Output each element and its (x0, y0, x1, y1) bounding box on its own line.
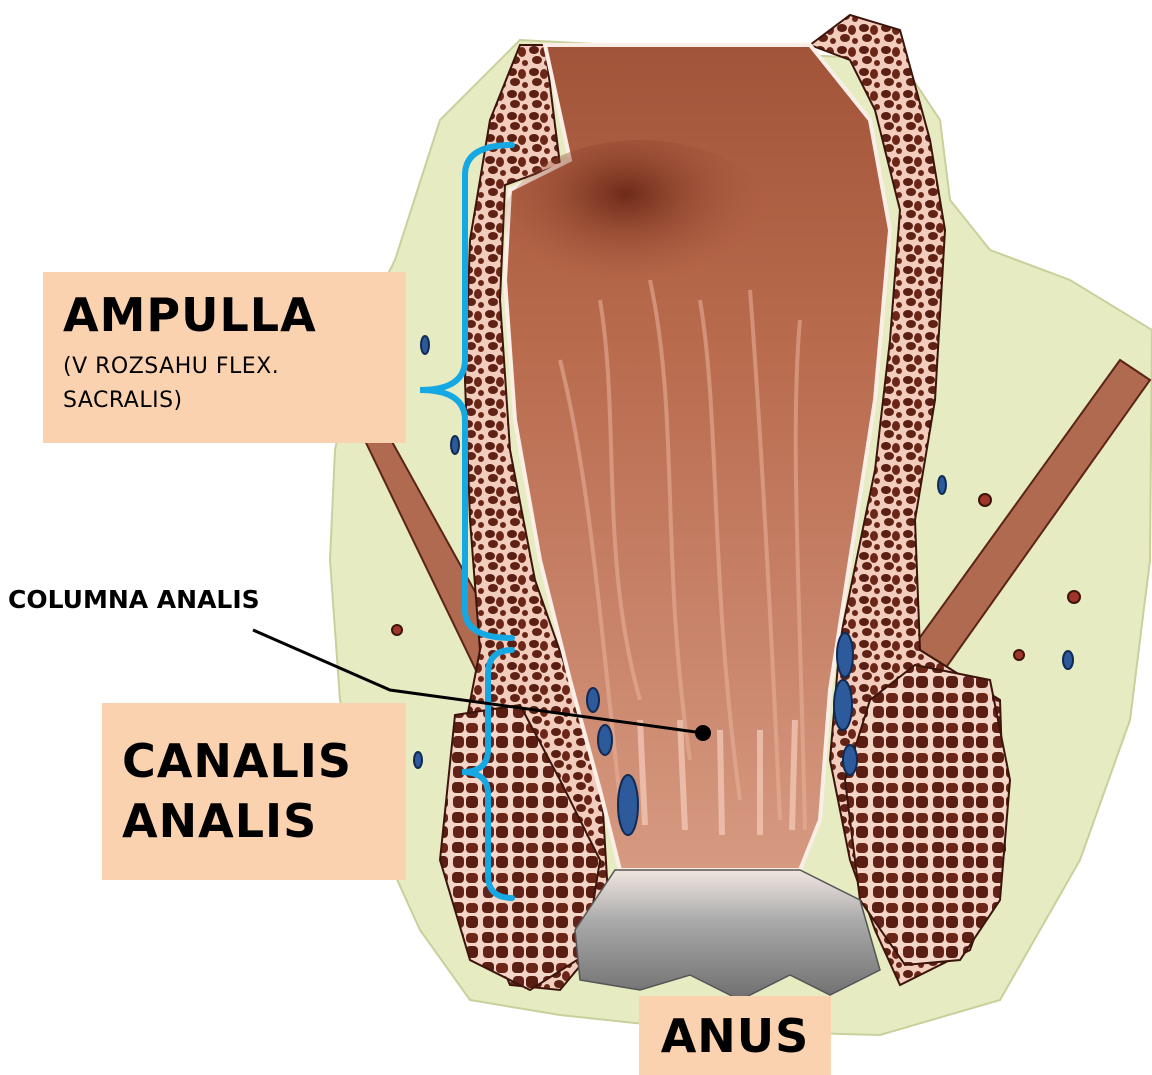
canalis-title-line1: CANALIS (122, 731, 406, 791)
canalis-title-line2: ANALIS (122, 791, 406, 851)
columna-analis-label: COLUMNA ANALIS (8, 585, 260, 614)
anus-title: ANUS (639, 1009, 831, 1063)
anal-canal-skin (575, 870, 880, 1000)
lumen-shadow (500, 140, 780, 320)
ampulla-label-box: AMPULLA (V ROZSAHU FLEX. SACRALIS) (43, 272, 406, 443)
canalis-label-box: CANALIS ANALIS (102, 703, 406, 880)
ampulla-title: AMPULLA (63, 286, 406, 344)
columna-pointer-dot (695, 725, 711, 741)
anus-label-box: ANUS (639, 996, 831, 1075)
ampulla-subtitle: (V ROZSAHU FLEX. SACRALIS) (63, 350, 383, 418)
